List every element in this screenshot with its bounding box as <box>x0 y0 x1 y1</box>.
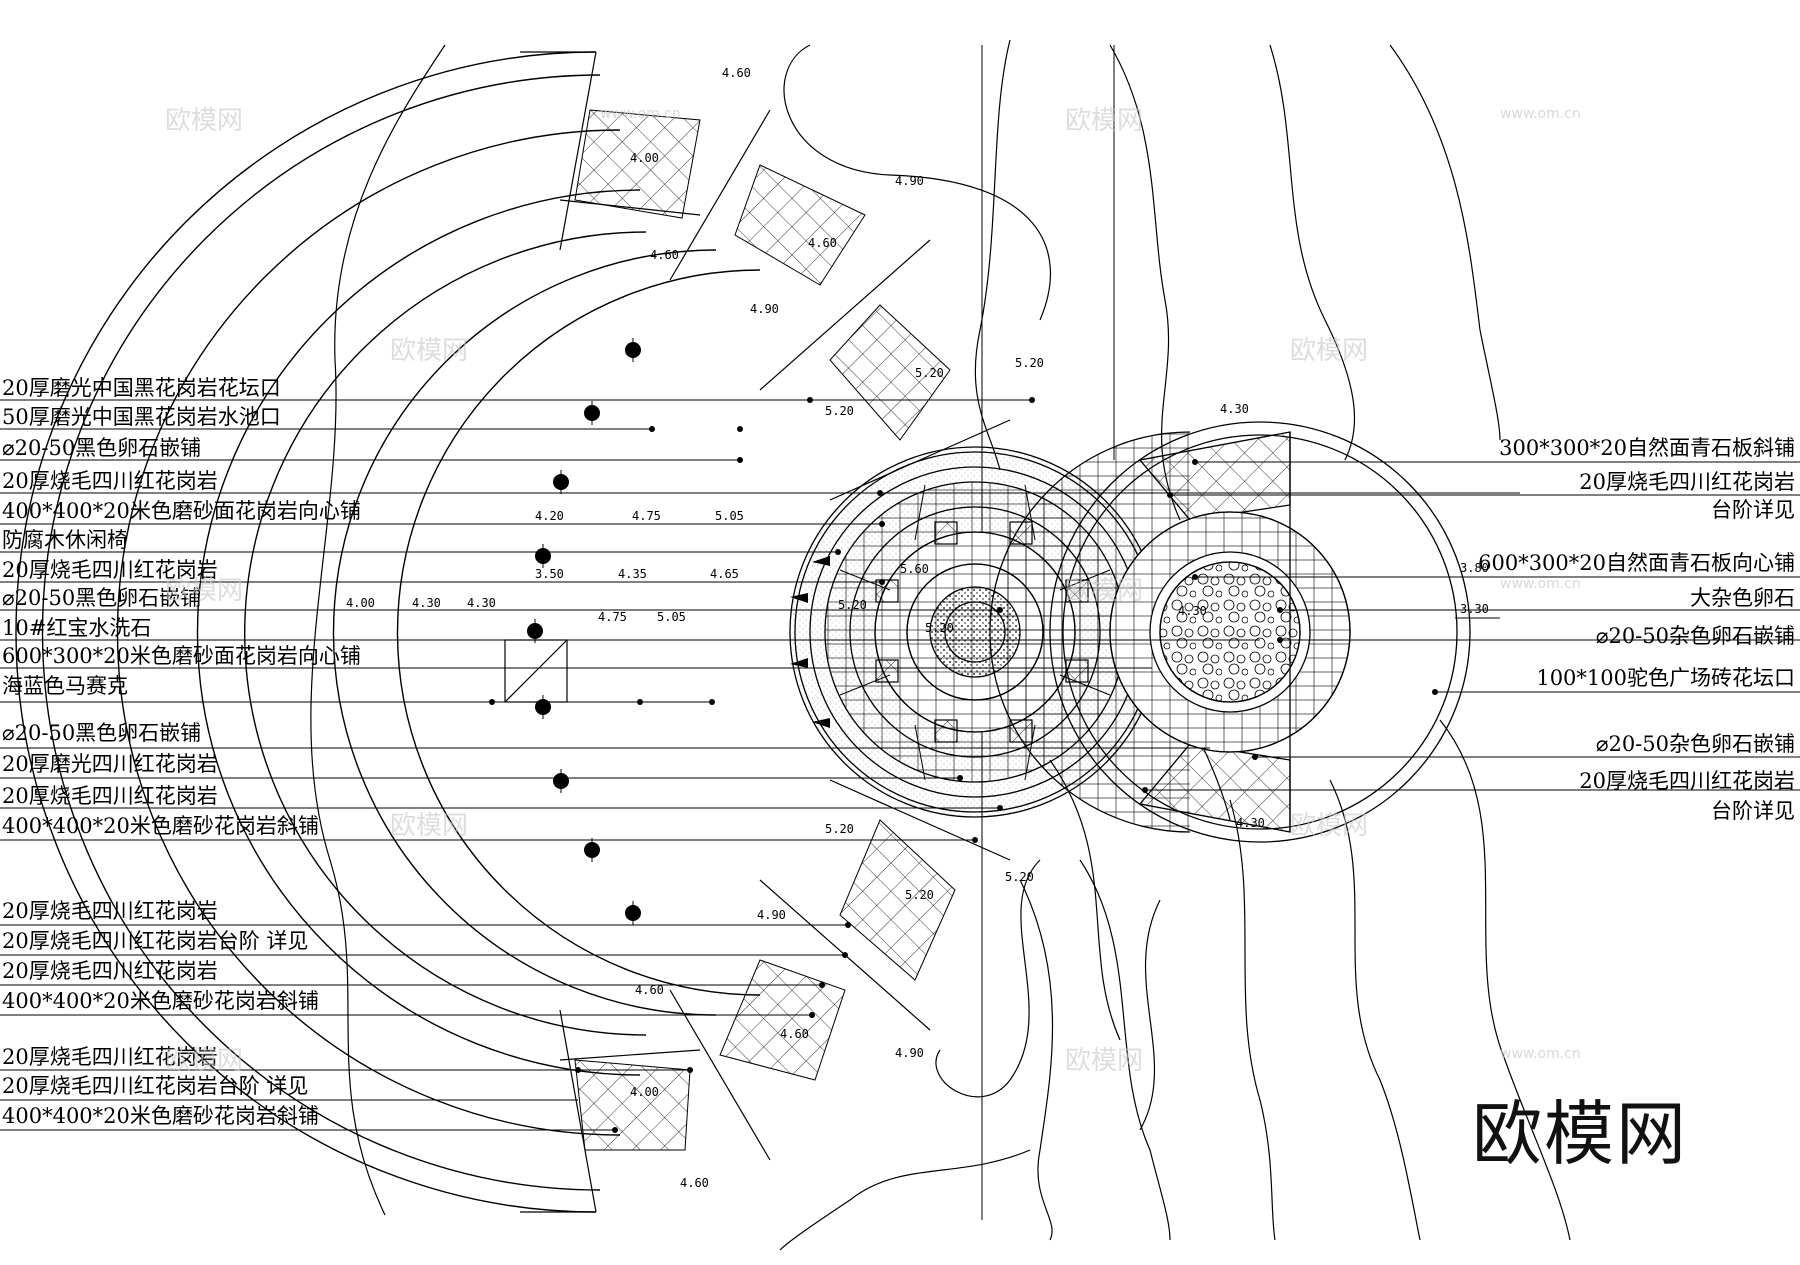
annotation-label: 台阶详见 <box>1711 799 1795 823</box>
watermark-text: 欧模网 <box>1065 106 1144 136</box>
elevation-mark: 4.30 <box>467 596 496 610</box>
annotation-label: 300*300*20自然面青石板斜铺 <box>1499 436 1795 460</box>
annotation-label: 20厚烧毛四川红花岗岩 <box>2 899 218 923</box>
bench-markers <box>790 556 830 728</box>
elevation-mark: 4.30 <box>1220 402 1249 416</box>
annotation-label: 20厚磨光中国黑花岗岩花坛口 <box>2 376 281 400</box>
watermark-text: 欧模网 <box>165 576 244 606</box>
water-feature <box>504 639 568 703</box>
watermark-text: 欧模网 <box>165 106 244 136</box>
right-circle-plaza <box>989 421 1471 843</box>
annotation-label: 20厚烧毛四川红花岗岩 <box>1579 470 1795 494</box>
elevation-mark: 4.00 <box>630 151 659 165</box>
elevation-mark: 5.20 <box>905 888 934 902</box>
annotation-label: 防腐木休闲椅 <box>2 528 128 552</box>
hatched-planters <box>574 109 956 1151</box>
elevation-mark: 3.80 <box>1460 561 1489 575</box>
elevation-mark: 4.00 <box>346 596 375 610</box>
annotation-label: ⌀20-50黑色卵石嵌铺 <box>2 436 202 460</box>
annotation-label: 400*400*20米色磨砂花岗岩斜铺 <box>2 814 319 838</box>
annotation-label: 20厚烧毛四川红花岗岩 <box>2 1045 218 1069</box>
watermark-text: 欧模网 <box>390 336 469 366</box>
elevation-mark: 4.75 <box>598 610 627 624</box>
annotation-label: 400*400*20米色磨砂面花岗岩向心铺 <box>2 499 361 523</box>
elevation-mark: 5.05 <box>715 509 744 523</box>
annotation-label: 10#红宝水洗石 <box>2 616 152 640</box>
elevation-mark: 4.60 <box>808 236 837 250</box>
annotation-label: 600*300*20自然面青石板向心铺 <box>1478 551 1795 575</box>
elevation-mark: 4.65 <box>710 567 739 581</box>
elevation-mark: 4.30 <box>412 596 441 610</box>
elevation-mark: 5.05 <box>657 610 686 624</box>
tree-crosshairs <box>534 338 634 925</box>
elevation-mark: 4.30 <box>1178 604 1207 618</box>
elevation-mark: 5.20 <box>1005 870 1034 884</box>
elevation-mark: 4.60 <box>635 983 664 997</box>
elevation-mark: 4.35 <box>618 567 647 581</box>
annotation-label: ⌀20-50杂色卵石嵌铺 <box>1595 624 1795 648</box>
elevation-mark: 4.30 <box>1236 816 1265 830</box>
elevation-mark: 4.90 <box>895 174 924 188</box>
annotation-label: 400*400*20米色磨砂花岗岩斜铺 <box>2 989 319 1013</box>
elevation-mark: 5.20 <box>825 822 854 836</box>
watermark-text: 欧模网 <box>1065 576 1144 606</box>
annotation-label: 50厚磨光中国黑花岗岩水池口 <box>2 405 281 429</box>
annotation-label: 大杂色卵石 <box>1690 586 1795 610</box>
annotation-label: 20厚烧毛四川红花岗岩 <box>2 558 218 582</box>
watermark-url: www.om.cn <box>1500 106 1581 122</box>
annotation-label: 100*100驼色广场砖花坛口 <box>1536 666 1795 690</box>
annotation-label: 20厚烧毛四川红花岗岩台阶 详见 <box>2 929 309 953</box>
elevation-mark: 5.20 <box>915 366 944 380</box>
elevation-mark: 4.60 <box>650 248 679 262</box>
elevation-mark: 4.60 <box>680 1176 709 1190</box>
elevation-mark: 4.00 <box>630 1085 659 1099</box>
watermark-url: www.om.cn <box>1500 1046 1581 1062</box>
annotation-label: 20厚磨光四川红花岗岩 <box>2 752 218 776</box>
leader-dots <box>489 397 1438 1133</box>
annotation-label: 海蓝色马赛克 <box>2 674 128 698</box>
watermark-url: www.om.cn <box>600 106 681 122</box>
annotation-label: ⌀20-50杂色卵石嵌铺 <box>1595 732 1795 756</box>
watermark-url: www.om.cn <box>1500 576 1581 592</box>
elevation-mark: 5.20 <box>925 621 954 635</box>
watermark-text: 欧模网 <box>1290 336 1369 366</box>
elevation-mark: 5.20 <box>1015 356 1044 370</box>
watermark-text: 欧模网 <box>1065 1046 1144 1076</box>
watermark-text: 欧模网 <box>390 811 469 841</box>
annotation-label: ⌀20-50黑色卵石嵌铺 <box>2 586 202 610</box>
elevation-mark: 4.60 <box>722 66 751 80</box>
terrain-lines <box>310 39 1571 1251</box>
elevation-mark: 3.30 <box>1460 602 1489 616</box>
right-leader-lines <box>1145 461 1800 791</box>
left-leader-lines <box>0 399 1520 1131</box>
annotation-label: 20厚烧毛四川红花岗岩 <box>1579 769 1795 793</box>
watermark-text: 欧模网 <box>165 1046 244 1076</box>
annotation-label: 600*300*20米色磨砂面花岗岩向心铺 <box>2 644 361 668</box>
annotation-label: 20厚烧毛四川红花岗岩台阶 详见 <box>2 1074 309 1098</box>
elevation-mark: 4.75 <box>632 509 661 523</box>
elevation-mark: 4.90 <box>757 908 786 922</box>
elevation-mark: 4.20 <box>535 509 564 523</box>
annotation-label: 台阶详见 <box>1711 498 1795 522</box>
elevation-mark: 4.90 <box>750 302 779 316</box>
elevation-mark: 4.90 <box>895 1046 924 1060</box>
elevation-mark: 3.50 <box>535 567 564 581</box>
brand-logo-text: 欧模网 <box>1472 1093 1688 1175</box>
elevation-mark: 5.60 <box>900 562 929 576</box>
elevation-mark: 5.20 <box>838 598 867 612</box>
annotation-label: 20厚烧毛四川红花岗岩 <box>2 959 218 983</box>
annotation-label: 400*400*20米色磨砂花岗岩斜铺 <box>2 1104 319 1128</box>
watermark-text: 欧模网 <box>1290 811 1369 841</box>
elevation-mark: 4.60 <box>780 1027 809 1041</box>
elevation-mark: 5.20 <box>825 404 854 418</box>
annotation-label: 20厚烧毛四川红花岗岩 <box>2 784 218 808</box>
annotation-label: ⌀20-50黑色卵石嵌铺 <box>2 721 202 745</box>
annotation-label: 20厚烧毛四川红花岗岩 <box>2 469 218 493</box>
outer-arc-rings <box>15 51 761 1213</box>
